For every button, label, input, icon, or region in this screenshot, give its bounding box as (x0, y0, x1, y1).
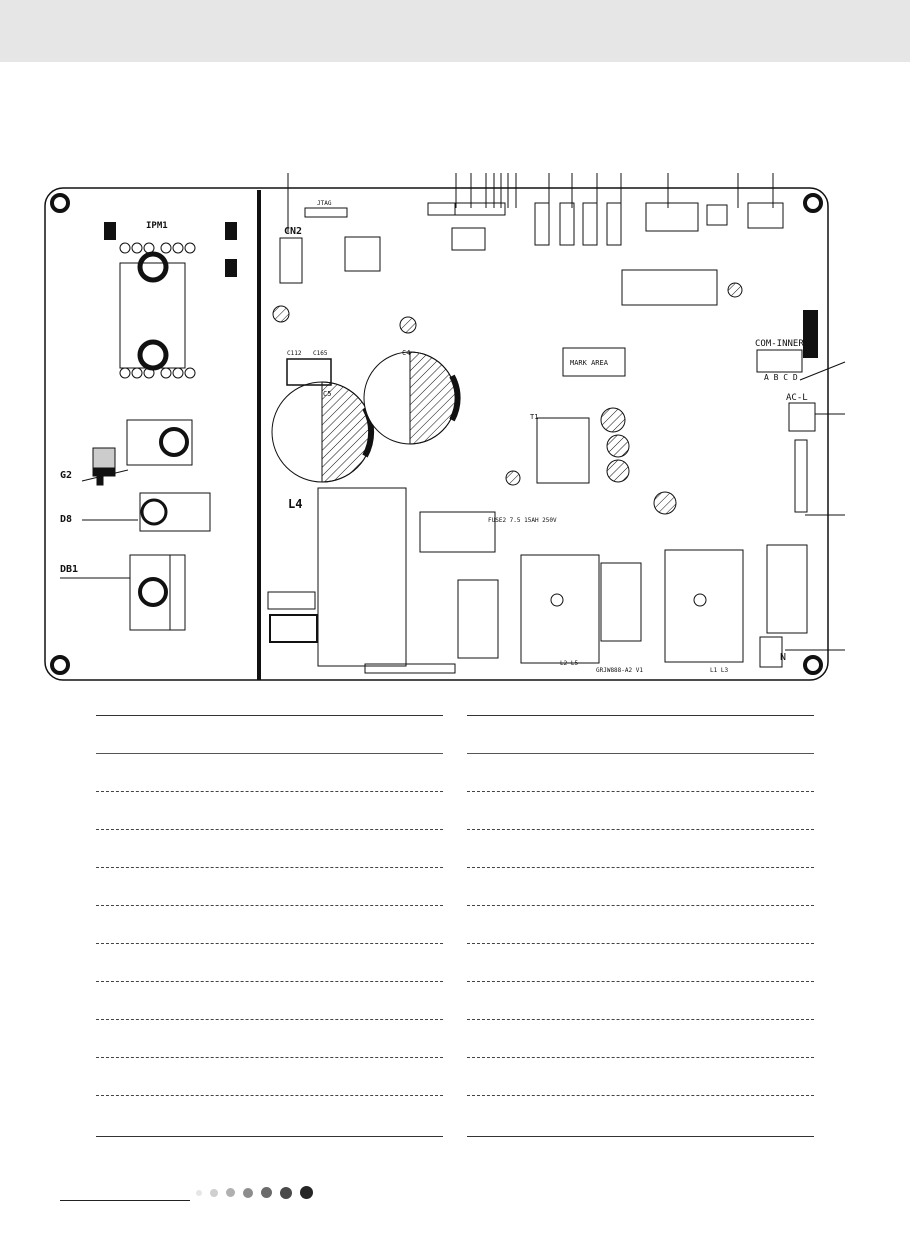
label-d8: D8 (60, 514, 72, 525)
label-model: GRJW888-A2 V1 (596, 667, 643, 674)
mounting-holes (50, 193, 823, 675)
label-n: N (780, 652, 786, 663)
g2-arrow (81, 469, 129, 482)
footer-dots (196, 1186, 313, 1199)
d8-part (139, 492, 211, 532)
table-row (96, 830, 443, 868)
lower-filters (457, 439, 808, 668)
capacitor-c5 (271, 381, 375, 483)
com-inner-block (756, 349, 803, 373)
table-row (96, 1058, 443, 1096)
table-row (467, 1058, 814, 1096)
pin-header (364, 663, 456, 674)
label-t1: T1 (530, 413, 538, 421)
c112-part (286, 358, 332, 386)
footer-dot (243, 1187, 253, 1198)
label-l4: L4 (288, 497, 302, 511)
label-ipm1: IPM1 (146, 221, 168, 231)
top-connectors (427, 202, 784, 251)
label-mark-area: MARK AREA (570, 359, 609, 367)
label-c112: C112 (287, 350, 302, 357)
footer-dot (196, 1189, 202, 1196)
black-bar (803, 310, 818, 358)
fuse2 (419, 511, 496, 553)
table-row (467, 830, 814, 868)
top-leader-lines (287, 173, 774, 232)
ipm1-module (119, 242, 196, 379)
header-bar (0, 0, 910, 62)
label-c5: C5 (323, 390, 331, 398)
footer-dot (300, 1186, 313, 1199)
l4-inductor (317, 487, 407, 667)
t1-transformer (536, 417, 590, 484)
table-top-rule (467, 715, 814, 716)
table-header-rule (467, 753, 814, 754)
label-c165: C165 (313, 350, 328, 357)
table-top-rule (96, 715, 443, 716)
table-row (96, 754, 443, 792)
table-row (467, 982, 814, 1020)
table-row (467, 868, 814, 906)
table-bottom-rule (96, 1136, 443, 1137)
jtag-header (304, 207, 348, 218)
c31-part (269, 614, 318, 643)
table-row (96, 906, 443, 944)
table-row (467, 1020, 814, 1058)
label-ac-l: AC-L (786, 393, 808, 403)
table-row (467, 754, 814, 792)
table-row (467, 906, 814, 944)
mark-area (562, 347, 626, 377)
footer-dot (280, 1186, 292, 1199)
label-cn2: CN2 (284, 226, 302, 237)
footer-dot (261, 1187, 272, 1198)
small-electrolytics (272, 282, 743, 515)
footer-dot (210, 1188, 218, 1197)
table-row (96, 944, 443, 982)
footer-rule (60, 1200, 190, 1201)
table-row (467, 792, 814, 830)
table-row (467, 944, 814, 982)
capacitor-c4 (363, 351, 461, 445)
pcb-diagram: IPM1 G2 D8 DB1 CN2 JTAG (44, 173, 846, 681)
ac-l-block (788, 402, 816, 432)
table-row (96, 792, 443, 830)
label-com-inner: COM-INNER (755, 339, 804, 349)
label-l1l3: L1 L3 (710, 667, 728, 674)
label-jtag: JTAG (317, 200, 332, 207)
rv3-part (267, 591, 316, 610)
table-header-rule (96, 753, 443, 754)
table-row (96, 1020, 443, 1058)
label-g2: G2 (60, 470, 72, 481)
ipm2-block (621, 269, 718, 306)
table-bottom-rule (467, 1136, 814, 1137)
label-fuse: FUSE2 7.5 15AH 250V (488, 517, 557, 524)
table-row (96, 868, 443, 906)
footer-dot (226, 1188, 235, 1197)
db1-part (129, 554, 186, 631)
label-l2l5: L2 L5 (560, 660, 578, 667)
label-db1: DB1 (60, 564, 78, 575)
cn2-connector (279, 237, 303, 284)
label-c4: C4 (402, 349, 410, 357)
label-abcd: A B C D (764, 373, 798, 382)
table-row (96, 982, 443, 1020)
u1-chip (344, 236, 381, 272)
small-caps-left (104, 222, 237, 277)
right-leader-lines (785, 361, 846, 651)
